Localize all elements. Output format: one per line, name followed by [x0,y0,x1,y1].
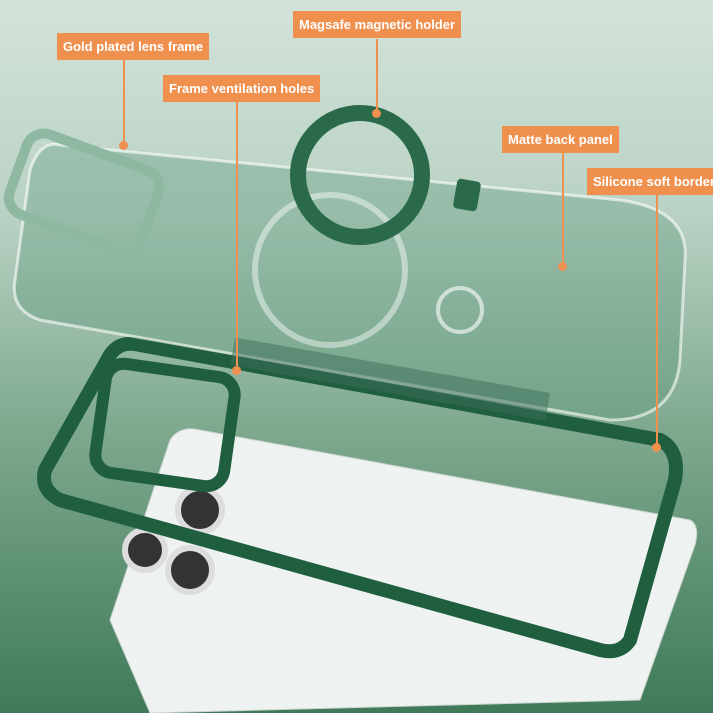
silicone-border [37,336,683,659]
label-border: Silicone soft border [587,168,713,195]
label-lens-frame: Gold plated lens frame [57,33,210,60]
label-magsafe: Magsafe magnetic holder [293,11,462,38]
callout-line [656,195,658,447]
lens-cutout-frame [89,357,241,493]
label-ventilation: Frame ventilation holes [163,75,321,102]
phone [109,428,698,713]
gold-lens-frame [3,128,165,257]
callout-dot [652,443,661,452]
callout-line [376,39,378,113]
vent-strip [230,337,551,421]
callout-dot [558,262,567,271]
label-back-panel: Matte back panel [502,126,619,153]
back-panel [12,142,687,422]
callout-dot [232,366,241,375]
callout-line [123,60,125,145]
callout-dot [372,109,381,118]
callout-line [562,153,564,266]
magsafe-ring [290,105,430,245]
callout-dot [119,141,128,150]
callout-line [236,102,238,370]
